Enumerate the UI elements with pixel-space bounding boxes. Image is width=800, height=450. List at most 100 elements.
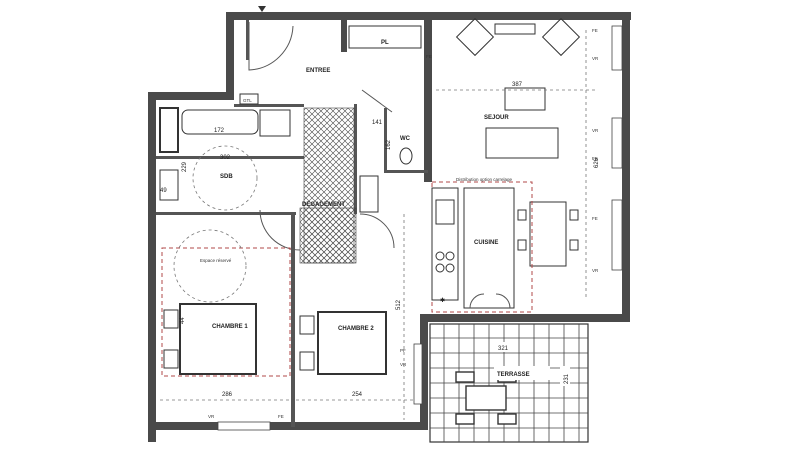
chambre2-area: CHAMBRE 2 254 512 PF VR bbox=[296, 214, 423, 420]
dim-sdb-tub: 172 bbox=[214, 128, 225, 134]
tag-vr-3: VR bbox=[592, 268, 599, 273]
espace-reserve-label: Espace réservé bbox=[200, 258, 232, 263]
nightstand-2 bbox=[163, 349, 179, 369]
tag-fe-wc: FE bbox=[426, 54, 432, 59]
window-bottom-right bbox=[611, 199, 623, 271]
sejour-windows: FE VR VR FE FE VR FE bbox=[426, 25, 623, 273]
sejour-label: SEJOUR bbox=[484, 115, 509, 121]
dim-wc-width: 141 bbox=[372, 120, 383, 126]
exterior-walls bbox=[148, 12, 631, 442]
hob-burner-2 bbox=[445, 251, 455, 261]
dim-chambre1-bed: 44 bbox=[180, 317, 186, 324]
terrasse-chair-3 bbox=[455, 413, 475, 425]
degagement-door-swing bbox=[359, 213, 395, 249]
degagement-hatch-lower bbox=[299, 207, 357, 264]
dining-chair-2 bbox=[517, 239, 527, 251]
dim-couloir-depth: 512 bbox=[396, 299, 402, 310]
partition-sdb-bottom bbox=[156, 156, 304, 159]
sdb-label: SDB bbox=[220, 174, 233, 180]
chambre2-window bbox=[413, 343, 423, 405]
dim-sejour-width: 387 bbox=[512, 82, 523, 88]
kitchen-island bbox=[463, 187, 515, 309]
kitchen-door-left bbox=[469, 293, 485, 309]
dim-sdb-depth: 229 bbox=[182, 161, 188, 172]
chambre1-turning-circle bbox=[173, 229, 247, 303]
terrasse-dim-bg bbox=[494, 342, 516, 352]
bed-chambre1-icon bbox=[179, 303, 257, 375]
tag-fe-2: FE bbox=[592, 156, 598, 161]
wall-top-sdb bbox=[148, 92, 234, 100]
dim-chambre2-width: 254 bbox=[352, 392, 363, 398]
partition-degagement bbox=[354, 104, 357, 214]
coffee-table bbox=[504, 87, 546, 111]
tag-fe-ch1: FE bbox=[278, 414, 284, 419]
terrasse-table bbox=[465, 385, 507, 411]
kitchen-door-right bbox=[495, 293, 511, 309]
partition-wc-left bbox=[384, 108, 387, 172]
interior-walls bbox=[156, 20, 428, 427]
terrasse-depth-bg bbox=[560, 366, 570, 386]
armchair-right-icon bbox=[541, 17, 581, 57]
tag-vr-1: VR bbox=[592, 56, 599, 61]
partition-chambres bbox=[291, 215, 295, 427]
nightstand-3 bbox=[299, 315, 315, 335]
sdb-shower bbox=[159, 107, 179, 153]
terrasse-area: TERRASSE 321 231 bbox=[429, 323, 589, 443]
wall-left bbox=[148, 92, 156, 442]
dim-sdb-small: 49 bbox=[160, 188, 167, 194]
sdb-vanity bbox=[259, 109, 291, 137]
armchair-left-icon bbox=[455, 17, 495, 57]
tag-fe-1: FE bbox=[592, 28, 598, 33]
placard-label: PL bbox=[381, 40, 389, 46]
wall-left-entree bbox=[226, 12, 234, 92]
sdb-washbasin bbox=[159, 169, 179, 201]
partition-gtl bbox=[234, 104, 304, 107]
wc-label: WC bbox=[400, 136, 411, 142]
degagement-label: DEGAGEMENT bbox=[302, 202, 345, 208]
bed-chambre2-icon bbox=[317, 311, 387, 375]
cuisine-option-outline bbox=[431, 181, 533, 313]
partition-entree-door bbox=[246, 20, 249, 60]
tag-pf-ch2: PF bbox=[400, 348, 406, 353]
terrasse-chair-1 bbox=[455, 371, 475, 383]
bathtub-icon bbox=[181, 109, 259, 135]
dining-chair-1 bbox=[517, 209, 527, 221]
entree-door-swing bbox=[248, 22, 294, 71]
wall-sejour-left bbox=[424, 20, 432, 182]
cuisine-label: CUISINE bbox=[474, 240, 498, 246]
tag-vr-ch1: VR bbox=[208, 414, 215, 419]
wall-right-chambre2 bbox=[420, 314, 428, 430]
wc-area: WC 141 162 bbox=[372, 120, 413, 165]
cuisine-option-label: Distribution option carrelage bbox=[456, 177, 513, 182]
entrance-arrow-icon bbox=[258, 6, 266, 12]
wall-top-sejour bbox=[341, 12, 631, 20]
hob-burner-4 bbox=[445, 263, 455, 273]
sdb-area: SDB 172 302 229 49 bbox=[159, 107, 291, 211]
snowflake-icon: ✱ bbox=[440, 297, 445, 304]
dim-terrasse-depth: 231 bbox=[564, 373, 570, 384]
dining-chair-4 bbox=[569, 239, 579, 251]
chambre1-window bbox=[217, 421, 271, 431]
chambre2-door-swing-top bbox=[259, 209, 301, 251]
hob-burner-1 bbox=[435, 251, 445, 261]
dim-terrasse-width: 321 bbox=[498, 346, 509, 352]
chambre2-label: CHAMBRE 2 bbox=[338, 326, 374, 332]
terrasse-chair-4 bbox=[497, 413, 517, 425]
nightstand-1 bbox=[163, 309, 179, 329]
dining-table bbox=[529, 201, 567, 267]
chambre1-area: Espace réservé CHAMBRE 1 44 286 VR FE bbox=[160, 229, 291, 431]
dim-chambre1-width: 286 bbox=[222, 392, 233, 398]
wall-bottom bbox=[148, 422, 428, 430]
sdb-turning-circle bbox=[192, 145, 258, 211]
toilet-icon bbox=[399, 147, 413, 165]
dim-wc-depth: 162 bbox=[386, 139, 392, 150]
terrasse-label: TERRASSE bbox=[497, 372, 530, 378]
wc-door bbox=[361, 89, 393, 113]
wall-top-entree bbox=[226, 12, 346, 20]
window-top-right bbox=[611, 25, 623, 71]
wall-pl bbox=[341, 12, 347, 52]
wall-bottom-sejour bbox=[424, 314, 630, 322]
entree-label: ENTREE bbox=[306, 68, 330, 74]
partition-sdb-chambre bbox=[156, 212, 296, 215]
